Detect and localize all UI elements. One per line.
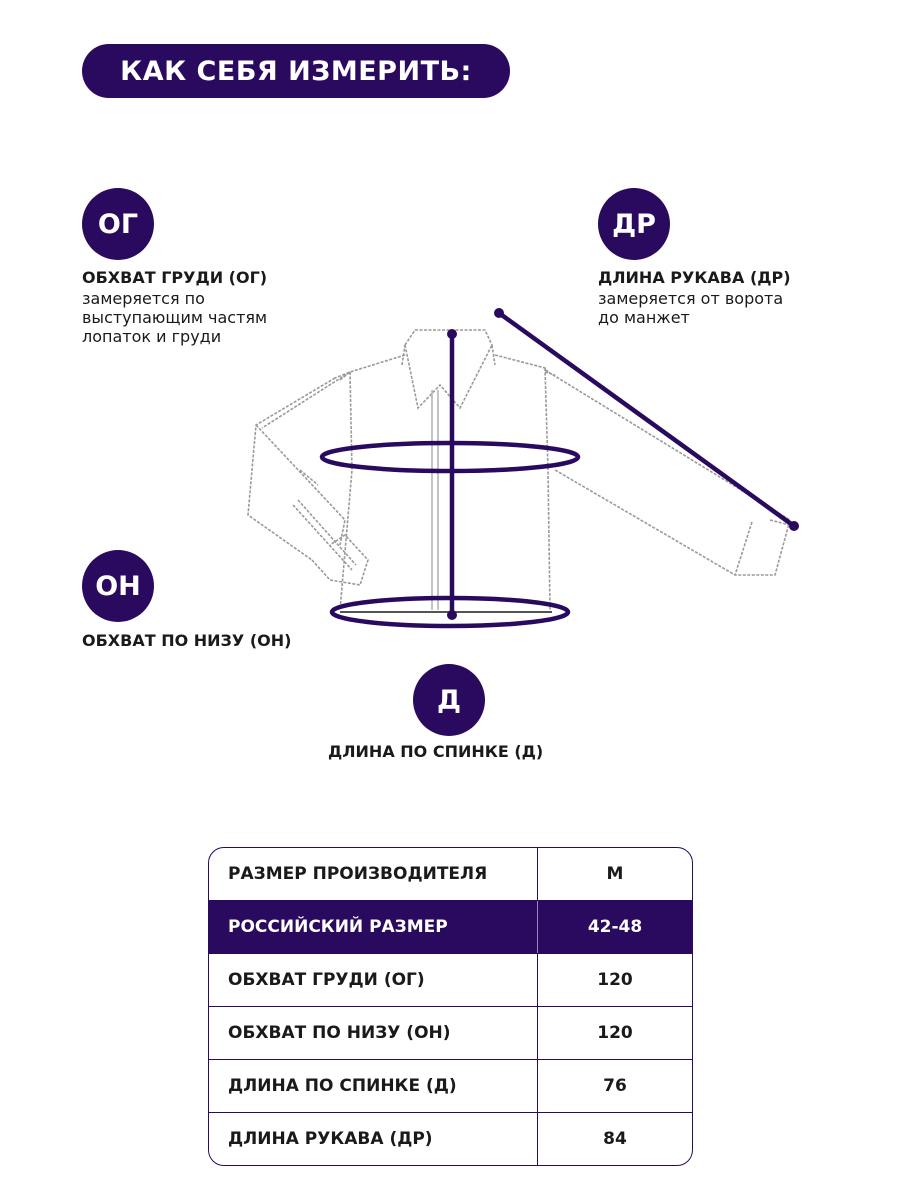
row-value: 120 — [597, 970, 633, 990]
row-value: 120 — [597, 1023, 633, 1043]
back-length-badge: Д — [413, 664, 485, 736]
row-label: РАЗМЕР ПРОИЗВОДИТЕЛЯ — [209, 848, 538, 900]
table-row: ОБХВАТ ПО НИЗУ (ОН) 120 — [209, 1006, 692, 1059]
sleeve-description: замеряется от ворота до манжет — [598, 289, 784, 327]
table-row: РАЗМЕР ПРОИЗВОДИТЕЛЯ M — [209, 848, 692, 900]
size-table: РАЗМЕР ПРОИЗВОДИТЕЛЯ M РОССИЙСКИЙ РАЗМЕР… — [208, 847, 693, 1166]
sleeve-start-dot — [494, 308, 504, 318]
chest-ellipse — [319, 440, 581, 474]
hem-label: ОБХВАТ ПО НИЗУ (ОН) — [82, 631, 292, 650]
row-value: 76 — [603, 1076, 627, 1096]
back-length-bottom-dot — [447, 610, 457, 620]
shirt-sketch — [247, 329, 791, 611]
chest-description: замеряется по выступающим частям лопаток… — [82, 289, 268, 346]
table-row: ДЛИНА РУКАВА (ДР) 84 — [209, 1112, 692, 1165]
back-length-top-dot — [447, 329, 457, 339]
row-value: 84 — [603, 1129, 627, 1149]
row-value: 42-48 — [587, 917, 643, 937]
hem-badge: ОН — [82, 550, 154, 622]
row-label: ДЛИНА РУКАВА (ДР) — [209, 1113, 538, 1165]
back-length-label: ДЛИНА ПО СПИНКЕ (Д) — [328, 742, 544, 761]
sleeve-badge: ДР — [598, 188, 670, 260]
table-row: ОБХВАТ ГРУДИ (ОГ) 120 — [209, 953, 692, 1006]
table-row: ДЛИНА ПО СПИНКЕ (Д) 76 — [209, 1059, 692, 1112]
row-label: РОССИЙСКИЙ РАЗМЕР — [209, 901, 538, 953]
hem-ellipse — [329, 595, 571, 629]
sleeve-length-line — [497, 311, 796, 528]
page-title: КАК СЕБЯ ИЗМЕРИТЬ: — [82, 44, 510, 98]
sleeve-end-dot — [789, 521, 799, 531]
row-label: ОБХВАТ ГРУДИ (ОГ) — [209, 954, 538, 1006]
measurement-markers — [319, 311, 796, 629]
row-value: M — [606, 864, 624, 884]
row-label: ОБХВАТ ПО НИЗУ (ОН) — [209, 1007, 538, 1059]
sleeve-label: ДЛИНА РУКАВА (ДР) — [598, 268, 791, 287]
chest-label: ОБХВАТ ГРУДИ (ОГ) — [82, 268, 268, 287]
table-row-highlighted: РОССИЙСКИЙ РАЗМЕР 42-48 — [209, 900, 692, 953]
chest-badge: ОГ — [82, 188, 154, 260]
row-label: ДЛИНА ПО СПИНКЕ (Д) — [209, 1060, 538, 1112]
